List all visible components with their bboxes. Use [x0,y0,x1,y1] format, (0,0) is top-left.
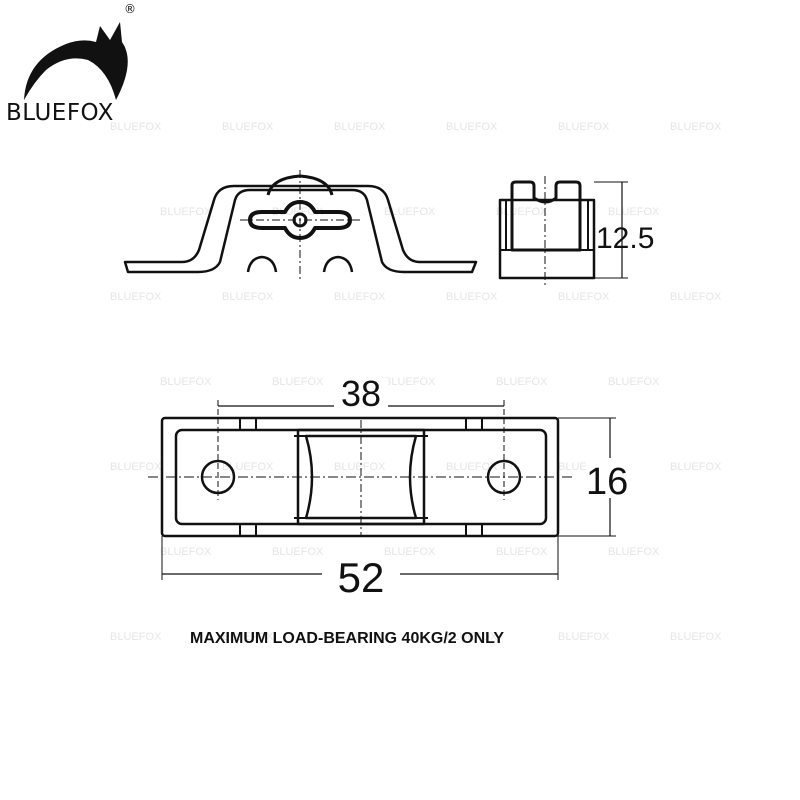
axle-slot [248,200,352,240]
watermark-text: BLUEFOX [670,631,722,643]
watermark-text: BLUEFOX [496,206,548,218]
watermark-text: BLUEFOX [446,461,498,473]
watermark-text: BLUEFOX [608,206,660,218]
dim-hole-spacing-label: 38 [341,373,381,414]
watermark-text: BLUEFOX [496,376,548,388]
watermark-text: BLUEFOX [334,121,386,133]
watermark-text: BLUEFOX [160,376,212,388]
watermark-text: BLUEFOX [110,121,162,133]
watermark-text: BLUEFOX [558,291,610,303]
watermark-text: BLUEFOX [110,291,162,303]
watermark-text: BLUEFOX [558,631,610,643]
watermark-text: BLUEFOX [384,206,436,218]
end-roller [510,180,582,252]
watermark-text: BLUEFOX [670,461,722,473]
watermark-text: BLUEFOX [334,461,386,473]
watermark-text: BLUEFOX [272,376,324,388]
side-view [123,170,478,280]
watermark-text: BLUEFOX [272,546,324,558]
dim-length-label: 52 [338,554,385,601]
end-body [498,198,596,280]
load-caption: MAXIMUM LOAD-BEARING 40KG/2 ONLY [190,630,505,647]
watermark-text: BLUEFOX [160,206,212,218]
watermark-text: BLUEFOX [222,291,274,303]
watermark-text: BLUEFOX [334,291,386,303]
watermark-text: BLUEFOX [558,121,610,133]
watermark-text: BLUEFOX [446,291,498,303]
bottom-notch-right [322,255,354,273]
watermark-text: BLUEFOX [608,546,660,558]
watermark-text: BLUEFOX [222,631,274,643]
watermark-text: BLUEFOX [160,546,212,558]
watermark-text: BLUEFOX [222,461,274,473]
watermark-text: BLUEFOX [446,631,498,643]
watermark-text: BLUEFOX [670,291,722,303]
watermark-text: BLUEFOX [608,376,660,388]
watermark-text: BLUEFOX [334,631,386,643]
watermark-text: BLUEFOX [110,461,162,473]
bottom-notch-left [246,255,278,273]
registered-mark: ® [124,2,136,16]
watermark-text: BLUEFOX [670,121,722,133]
dim-height-label: 12.5 [596,222,654,255]
bracket-outline [123,184,478,274]
watermark-text: BLUEFOX [384,376,436,388]
watermark-text: BLUEFOX [222,121,274,133]
watermark-text: BLUEFOX [384,546,436,558]
dim-width-label: 16 [586,461,628,503]
fox-head-logo-icon [24,22,128,100]
watermark-text: BLUEFOX [496,546,548,558]
watermark-text: BLUEFOX [110,631,162,643]
watermark-pattern: BLUEFOX BLUEFOX BLUEFOX BLUEFOX BLUEFOX BLUEF… [110,121,722,643]
watermark-text: BLUEFOX [446,121,498,133]
end-view [498,176,628,288]
brand-name: BLUEFOX [6,100,114,126]
